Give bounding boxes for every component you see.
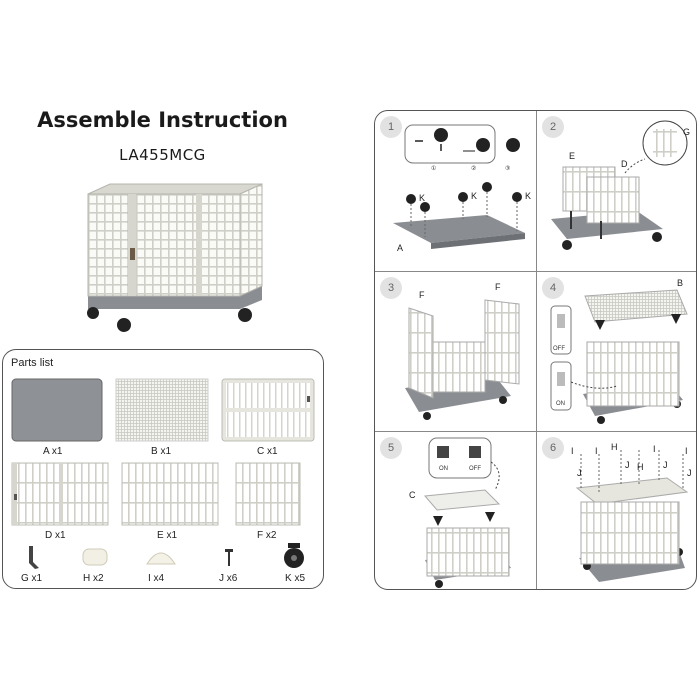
- step-3-label-f-left: F: [419, 290, 425, 300]
- step-6-label-i-4: I: [685, 446, 688, 456]
- step-6: 6 I J I H J H I J I J: [537, 432, 696, 589]
- part-b-label: B x1: [151, 446, 172, 457]
- step-1-label-k2: K: [471, 191, 478, 201]
- step-2-label-g: G: [683, 127, 691, 137]
- step-5-label-off: OFF: [469, 466, 481, 472]
- part-b-mesh-floor: [115, 378, 209, 442]
- part-a-label: A x1: [43, 446, 63, 457]
- step-3-badge: 3: [380, 277, 402, 299]
- cage-product-illustration: [80, 176, 270, 336]
- part-f-side-panel: [235, 462, 301, 526]
- part-c-top-lid: [221, 378, 315, 442]
- step-6-label-i-2: I: [595, 446, 598, 456]
- step-6-badge: 6: [542, 437, 564, 459]
- step-2-badge: 2: [542, 116, 564, 138]
- step-6-label-j-3: J: [663, 460, 668, 470]
- step-5-badge: 5: [380, 437, 402, 459]
- step-2-label-d: D: [621, 159, 628, 169]
- step-3-label-f-right: F: [495, 282, 501, 292]
- step-6-label-j-4: J: [687, 468, 692, 478]
- step-divider-horizontal-2: [375, 431, 696, 432]
- assembly-steps-panel: 1 ① ② ③ K K K A 2 E D G: [374, 110, 697, 590]
- step-4: 4 B OFF ON: [537, 272, 696, 432]
- step-6-label-h-2: H: [637, 462, 644, 472]
- step-3: 3 F F: [375, 272, 536, 432]
- page-title: Assemble Instruction: [37, 108, 288, 132]
- part-d-front-door-panel: [11, 462, 109, 526]
- parts-list-panel: Parts list A x1 B x1 C x1: [2, 349, 324, 589]
- step-divider-horizontal-1: [375, 271, 696, 272]
- step-6-label-j-2: J: [625, 460, 630, 470]
- step-5-label-on: ON: [439, 466, 448, 472]
- step-4-badge: 4: [542, 277, 564, 299]
- step-4-label-off: OFF: [553, 346, 565, 352]
- step-1-sub-3: ③: [505, 166, 511, 172]
- step-5: 5 ON OFF C: [375, 432, 536, 589]
- part-e-back-panel: [121, 462, 219, 526]
- part-a-tray: [11, 378, 103, 442]
- part-h-clip-icon: [81, 546, 109, 568]
- part-g-tool-icon: [23, 544, 45, 570]
- part-j-label: J x6: [219, 573, 238, 584]
- part-k-label: K x5: [285, 573, 306, 584]
- step-1-sub-2: ②: [471, 166, 477, 172]
- part-c-label: C x1: [257, 446, 278, 457]
- step-1-label-k: K: [419, 193, 426, 203]
- part-g-label: G x1: [21, 573, 43, 584]
- step-1-label-a: A: [397, 243, 404, 253]
- part-f-label: F x2: [257, 530, 277, 541]
- step-1-badge: 1: [380, 116, 402, 138]
- step-6-label-i-1: I: [571, 446, 574, 456]
- step-1-sub-1: ①: [431, 166, 437, 172]
- part-j-screw-icon: [223, 548, 235, 568]
- part-d-label: D x1: [45, 530, 66, 541]
- step-1-label-k3: K: [525, 191, 532, 201]
- model-number: LA455MCG: [119, 146, 206, 164]
- step-4-label-b: B: [677, 278, 684, 288]
- step-6-label-j-1: J: [577, 468, 582, 478]
- step-divider-vertical: [536, 111, 537, 589]
- part-k-caster-wheel-icon: [279, 542, 309, 570]
- part-e-label: E x1: [157, 530, 178, 541]
- parts-list-title: Parts list: [11, 357, 54, 369]
- step-6-label-i-3: I: [653, 444, 656, 454]
- part-i-corner-cap-icon: [145, 546, 177, 568]
- step-4-label-on: ON: [556, 401, 565, 407]
- step-2-label-e: E: [569, 151, 576, 161]
- part-i-label: I x4: [148, 573, 165, 584]
- step-6-label-h-1: H: [611, 442, 618, 452]
- step-2: 2 E D G: [537, 111, 696, 271]
- part-h-label: H x2: [83, 573, 104, 584]
- step-5-label-c: C: [409, 490, 416, 500]
- step-1: 1 ① ② ③ K K K A: [375, 111, 536, 271]
